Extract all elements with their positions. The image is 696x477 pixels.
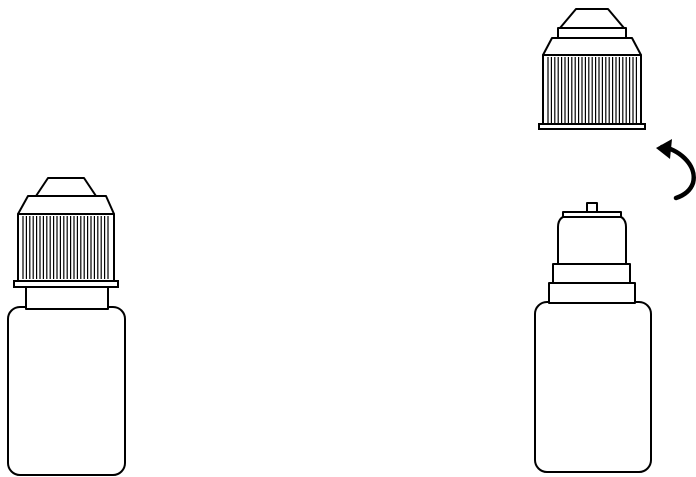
cap-collar <box>558 28 626 38</box>
cap-ribbed-band <box>18 214 114 281</box>
bottle-neck <box>26 287 108 309</box>
bottle-neck-ring <box>549 283 635 303</box>
screw-cap <box>14 178 118 287</box>
cap-shoulder <box>543 38 641 55</box>
open-dropper-bottle <box>535 203 651 472</box>
cap-tip <box>36 178 96 196</box>
dropper-insert <box>558 215 626 264</box>
rotation-arrowhead <box>656 139 672 159</box>
closed-dropper-bottle <box>8 178 125 475</box>
cap-ribs <box>548 57 636 123</box>
unscrewed-cap <box>539 9 645 129</box>
bottle-thread-band <box>553 264 630 283</box>
bottle-body <box>8 307 125 475</box>
cap-rim <box>539 124 645 129</box>
dropper-tip <box>587 203 597 212</box>
cap-tip <box>560 9 624 28</box>
rotate-ccw-icon <box>656 139 694 198</box>
bottle-body <box>535 302 651 472</box>
cap-shoulder <box>18 196 114 214</box>
